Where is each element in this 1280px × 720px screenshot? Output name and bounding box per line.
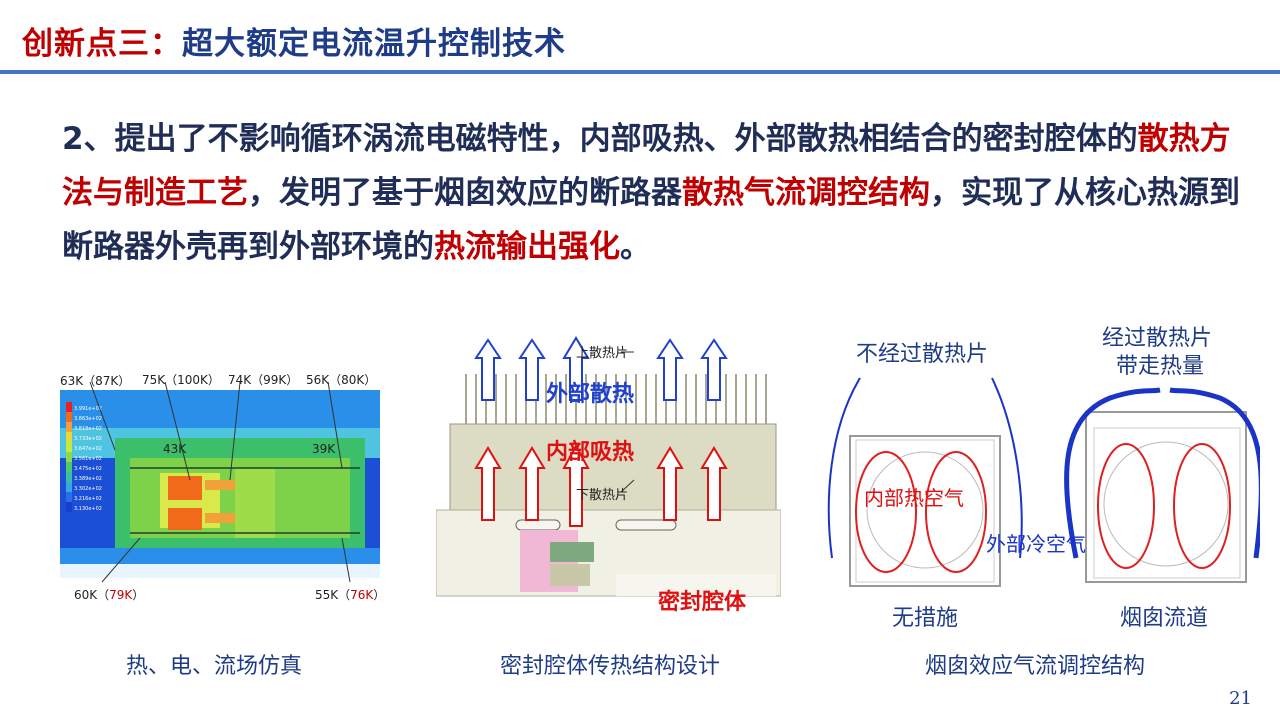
inner-air-label: 内部热空气	[864, 486, 964, 510]
legend-value: 3.818e+02	[74, 426, 102, 432]
sim-label-t3: 74K（99K）	[228, 373, 299, 387]
cavity-right-base	[616, 574, 776, 596]
sim-label-c1: 43K	[163, 442, 187, 456]
sim-label-b2: 55K（76K）	[315, 588, 386, 602]
outer-heat-label: 外部散热	[546, 382, 635, 407]
chimney-diagram	[827, 377, 1260, 587]
leader-line-5	[101, 537, 141, 583]
right-airflow-2	[1169, 387, 1260, 559]
paragraph-text-1: 2、提出了不影响循环涡流电磁特性，内部吸热、外部散热相结合的密封腔体的	[62, 121, 1138, 157]
outer-heat-arrows	[474, 336, 728, 401]
leader-line-4	[327, 381, 343, 469]
contact-base	[550, 564, 590, 586]
legend-value: 3.561e+02	[74, 456, 102, 462]
right-enclosure	[1085, 411, 1247, 583]
sim-label-t2: 75K（100K）	[142, 373, 220, 387]
highlight-3: 热流输出强化	[434, 229, 620, 265]
highlight-2: 散热气流调控结构	[682, 175, 930, 211]
legend-value: 3.647e+02	[74, 446, 102, 452]
outer-air-label: 外部冷空气	[986, 532, 1086, 556]
legend-value: 3.216e+02	[74, 496, 102, 502]
lower-fin-pointer	[620, 479, 635, 493]
sim-label-b1: 60K（79K）	[74, 588, 145, 602]
right-bottom-label: 烟囱流道	[1120, 606, 1209, 631]
legend-value: 3.863e+02	[74, 416, 102, 422]
cavity-diagram	[436, 336, 781, 597]
contact-green	[550, 542, 594, 562]
legend-value: 3.475e+02	[74, 466, 102, 472]
heatmap-contact	[235, 468, 275, 538]
sim-label-t1: 63K（87K）	[60, 374, 131, 388]
sim-label-c2: 39K	[312, 442, 336, 456]
page-number: 21	[1229, 688, 1252, 709]
left-inner-circle	[866, 451, 984, 569]
sim-caption: 热、电、流场仿真	[126, 654, 303, 679]
right-top-label-2: 带走热量	[1116, 354, 1205, 379]
left-airflow-2	[991, 377, 1023, 559]
inner-heat-label: 内部吸热	[546, 440, 635, 465]
right-enclosure-inner	[1093, 427, 1241, 579]
legend-value: 3.302e+02	[74, 486, 102, 492]
highlight-1: 散热方法与制造工艺	[62, 121, 1231, 211]
simulation-heatmap: 3.991e+02 3.863e+02 3.818e+02 3.733e+02 3.64…	[60, 381, 380, 583]
slide-title: 创新点三：超大额定电流温升控制技术	[22, 18, 566, 63]
chimney-caption: 烟囱效应气流调控结构	[925, 654, 1146, 679]
simulation-figure: 3.991e+02 3.863e+02 3.818e+02 3.733e+02 3.64…	[60, 368, 390, 608]
heatmap-conductor-1	[205, 480, 235, 490]
right-loop-1	[1097, 443, 1155, 569]
left-bottom-label: 无措施	[892, 606, 959, 631]
left-enclosure	[849, 435, 1001, 587]
right-airflow-1	[1064, 387, 1161, 559]
paragraph-text-2: ，发明了基于烟囱效应的断路器	[248, 175, 682, 211]
heatmap-hotspot-2	[168, 508, 202, 530]
cavity-slot-2	[615, 519, 677, 531]
sealed-cavity-label: 密封腔体	[658, 590, 747, 615]
sim-label-t4: 56K（80K）	[306, 373, 377, 387]
title-prefix: 创新点三：	[22, 26, 182, 62]
left-top-label: 不经过散热片	[856, 342, 989, 367]
chimney-figure: 不经过散热片 经过散热片 带走热量 内部热空气 外部冷空气 无措施 烟囱流道	[820, 318, 1260, 638]
legend-value: 3.130e+02	[74, 506, 102, 512]
leader-line-6	[341, 537, 351, 583]
main-paragraph: 2、提出了不影响循环涡流电磁特性，内部吸热、外部散热相结合的密封腔体的散热方法与…	[62, 112, 1242, 274]
cavity-slot-1	[515, 519, 561, 531]
legend-value: 3.733e+02	[74, 436, 102, 442]
sim-legend: 3.991e+02 3.863e+02 3.818e+02 3.733e+02 3.64…	[66, 402, 102, 512]
cavity-caption: 密封腔体传热结构设计	[500, 654, 721, 679]
paragraph-text-3: ，实现了从核心热源到断路器外壳再到外部环境的	[62, 175, 1240, 265]
upper-fin-label: 上散热片	[576, 346, 629, 361]
paragraph-text-4: 。	[620, 229, 651, 265]
heatmap-conductor-2	[205, 513, 235, 523]
heatmap-bottom	[60, 564, 380, 578]
heatmap-hotspot-1	[168, 476, 202, 500]
inner-heat-arrows	[474, 443, 728, 527]
right-inner-circle	[1103, 441, 1229, 567]
title-main: 超大额定电流温升控制技术	[182, 26, 566, 62]
legend-value: 3.991e+02	[74, 406, 102, 412]
lower-fin-label: 下散热片	[576, 488, 629, 503]
title-rule	[0, 70, 1280, 74]
left-loop-1	[855, 451, 917, 573]
leader-line-1	[89, 381, 116, 451]
legend-value: 3.389e+02	[74, 476, 102, 482]
right-top-label-1: 经过散热片	[1102, 326, 1213, 351]
leader-line-3	[229, 381, 241, 481]
left-airflow-1	[827, 377, 861, 559]
left-loop-2	[925, 451, 987, 573]
cavity-figure: 上散热片 下散热片 外部散热 内部吸热 密封腔体	[436, 330, 781, 620]
right-loop-2	[1173, 443, 1231, 569]
leader-line-2	[164, 381, 191, 481]
